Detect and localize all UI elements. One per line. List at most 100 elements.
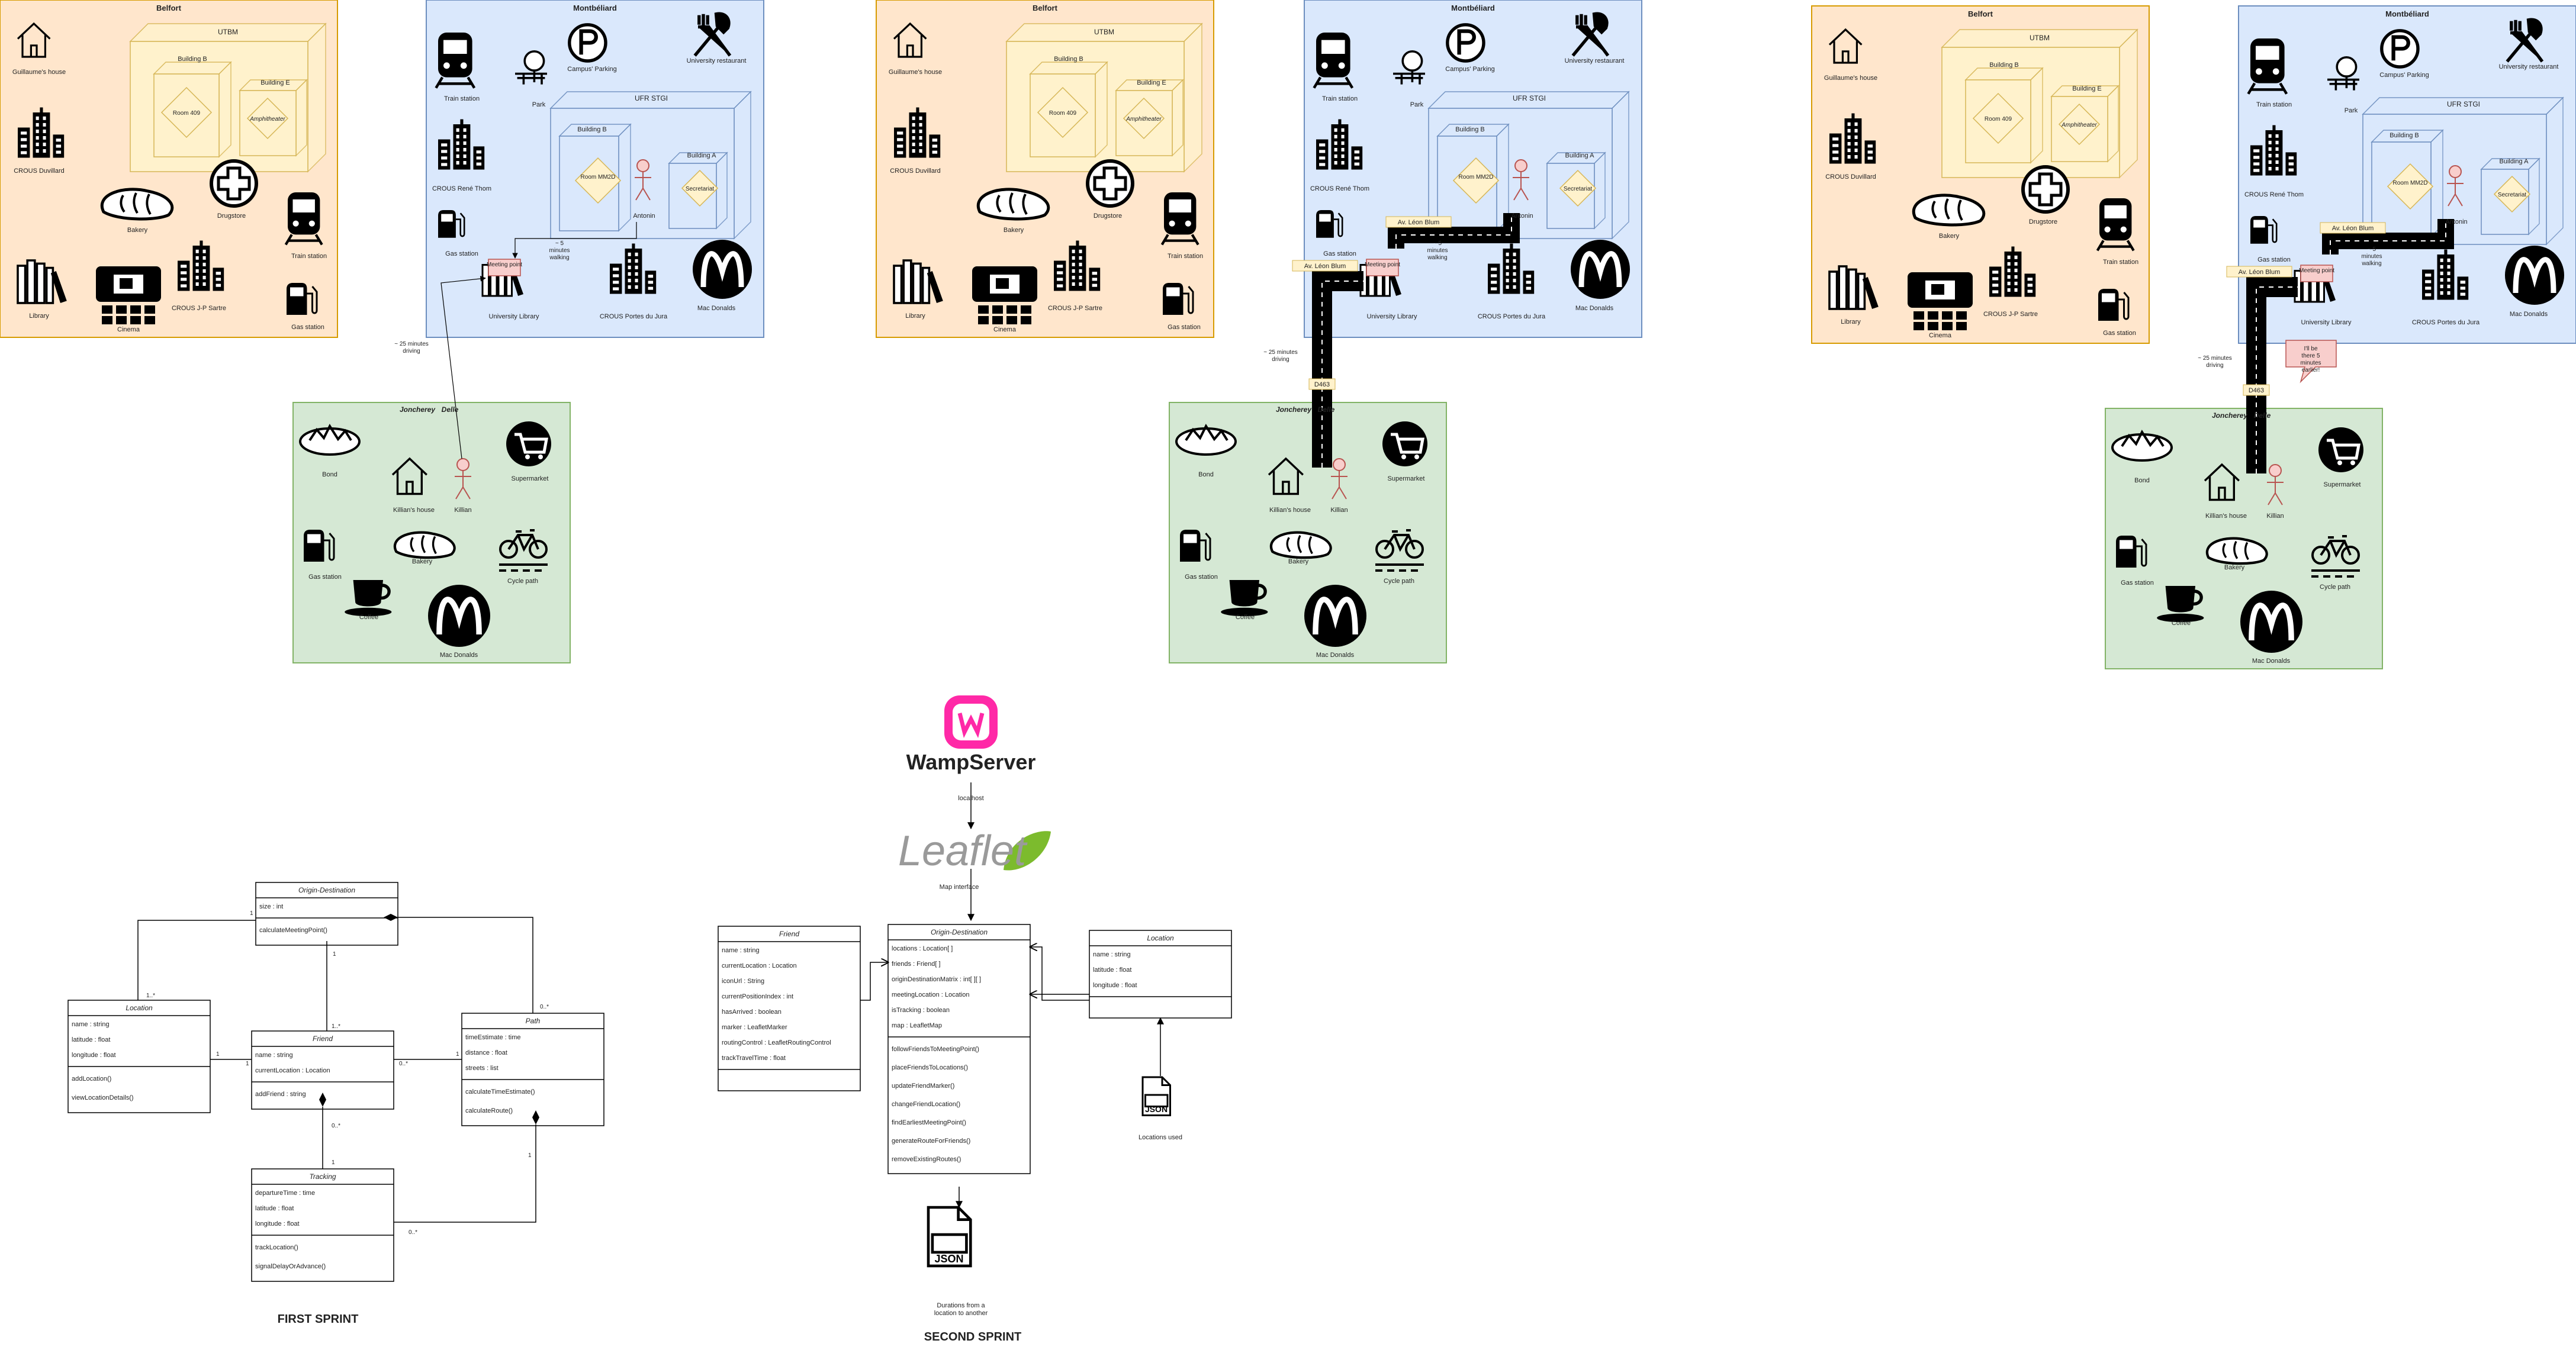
uml-method: generateRouteForFriends() — [892, 1138, 970, 1145]
restaurant-icon — [2506, 18, 2544, 63]
drugstore-icon — [1086, 159, 1134, 208]
place-label: Train station — [2256, 101, 2292, 108]
uml-method: trackLocation() — [255, 1244, 298, 1251]
assoc-origin-path — [384, 914, 533, 1013]
place-label: Mac Donalds — [1575, 305, 1614, 312]
uml-attribute: meetingLocation : Location — [892, 991, 969, 998]
uml-class-title: Tracking — [309, 1172, 336, 1181]
buildings-icon — [18, 107, 65, 158]
park-icon — [2327, 56, 2360, 91]
place-label: Library — [29, 312, 49, 320]
bread-icon — [2205, 537, 2268, 565]
drugstore-icon — [210, 159, 258, 208]
pond-icon — [299, 423, 361, 456]
uml-attribute: currentPositionIndex : int — [722, 993, 793, 1000]
place-label: CROUS René Thom — [1310, 185, 1369, 192]
place-label: Cycle path — [507, 578, 538, 585]
road-label: Av. Léon Blum — [2239, 269, 2281, 276]
restaurant-icon — [693, 12, 732, 57]
place-label: Cinema — [117, 326, 140, 333]
road-label-box — [1308, 378, 1336, 390]
place-label: Bond — [322, 471, 337, 478]
place-label: Killian — [1330, 507, 1348, 514]
label-text: Secretariat — [686, 186, 715, 192]
uml-attribute: distance : float — [465, 1049, 507, 1056]
montbeliard-title: Montbéliard — [1451, 4, 1495, 12]
multiplicity-label: 1 — [250, 910, 253, 917]
bread-icon — [393, 531, 456, 559]
bicycle-icon — [499, 529, 548, 572]
uml-method: calculateMeetingPoint() — [259, 927, 327, 934]
assoc-location2-origin2 — [1030, 947, 1089, 1001]
place-label: Bakery — [1288, 558, 1309, 565]
train-icon — [284, 192, 323, 246]
label-text: Room MM2D — [581, 174, 616, 181]
multiplicity-label: 0..* — [332, 1123, 340, 1129]
uml-attribute: longitude : float — [255, 1220, 300, 1227]
place-label: Bakery — [412, 558, 433, 565]
gas-station-icon — [1163, 283, 1194, 315]
place-label: Gas station — [1323, 250, 1356, 257]
label-text: Secretariat — [2498, 192, 2527, 198]
place-label: University Library — [1367, 313, 1417, 320]
uml-attribute: routingControl : LeafletRoutingControl — [722, 1039, 831, 1046]
place-label: Drugstore — [217, 212, 246, 220]
place-label: Cinema — [993, 326, 1017, 333]
parking-icon — [1446, 23, 1485, 63]
place-label: Supermarket — [512, 475, 549, 482]
map-interface-label: Map interface — [940, 884, 979, 891]
place-label: CROUS J-P Sartre — [1983, 311, 2038, 318]
amphitheater — [1123, 97, 1165, 140]
killian-person-icon — [1331, 458, 1348, 500]
place-label: Campus' Parking — [1445, 66, 1494, 73]
montbeliard-title: Montbéliard — [573, 4, 617, 12]
place-label: Bakery — [1004, 227, 1024, 234]
room-409 — [1972, 92, 2024, 144]
amphitheater — [2058, 103, 2101, 146]
antonin-person-icon — [1513, 159, 1529, 201]
joncherey-title: Joncherey — [400, 405, 436, 414]
books-icon — [1828, 265, 1879, 310]
road-label: D463 — [2249, 387, 2264, 394]
cinema-icon — [1908, 272, 1973, 330]
place-label: Park — [532, 101, 546, 108]
utbm-label: UTBM — [218, 28, 238, 36]
uml-class-title: Friend — [779, 930, 799, 938]
place-label: Supermarket — [1388, 475, 1425, 482]
uml-method: placeFriendsToLocations() — [892, 1064, 968, 1071]
buildings-icon — [610, 243, 657, 294]
train-icon — [2247, 38, 2288, 95]
uml-attribute: iconUrl : String — [722, 978, 764, 985]
road-label: Av. Léon Blum — [2332, 225, 2374, 232]
uml-method: signalDelayOrAdvance() — [255, 1263, 326, 1270]
gas-station-icon — [1180, 530, 1211, 562]
uml-attribute: departureTime : time — [255, 1190, 315, 1197]
walk-arrow — [512, 222, 637, 259]
place-label: CROUS J-P Sartre — [172, 305, 226, 312]
place-label: Library — [905, 312, 925, 320]
road-label-box — [2320, 222, 2386, 234]
label-text: Room 409 — [1985, 116, 2012, 123]
place-label: Train station — [444, 95, 480, 102]
road-leon-blum — [1388, 213, 1520, 249]
bicycle-icon — [2311, 535, 2360, 578]
gas-station-icon — [1316, 210, 1343, 238]
uml-attribute: name : string — [72, 1021, 110, 1028]
buildings-icon — [2250, 125, 2297, 176]
label-text: Building A — [2500, 158, 2529, 165]
secretariat-room — [681, 169, 719, 207]
comp-tracking-path — [394, 1110, 539, 1223]
utbm-label: UTBM — [1094, 28, 1114, 36]
place-label: Mac Donalds — [697, 305, 736, 312]
park-icon — [515, 50, 548, 85]
buildings-icon — [894, 107, 941, 158]
place-label: Killian's house — [393, 507, 435, 514]
mcdonalds-icon — [428, 585, 490, 647]
multiplicity-label: 1 — [333, 951, 336, 958]
place-label: Coffee — [1236, 614, 1255, 621]
